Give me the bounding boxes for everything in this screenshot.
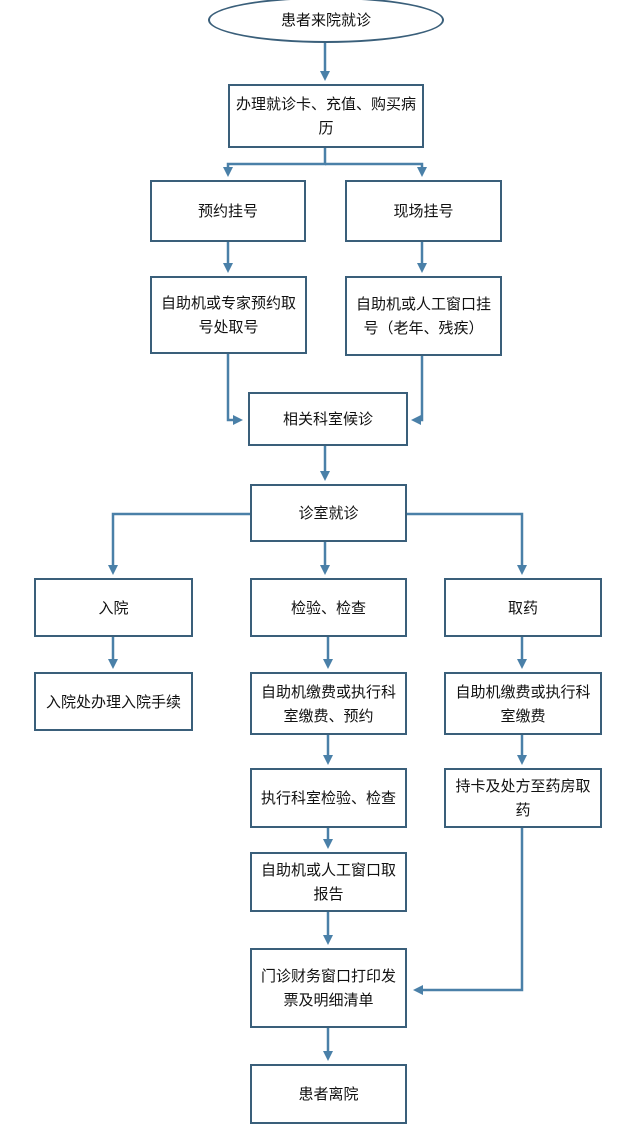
node-card: 办理就诊卡、充值、购买病历 (228, 84, 424, 148)
node-onsite: 现场挂号 (345, 180, 502, 242)
edge-consultation-admission (108, 512, 250, 575)
node-exam-payment: 自助机缴费或执行科室缴费、预约 (250, 672, 407, 735)
node-leave: 患者离院 (250, 1064, 407, 1124)
edge-card-split (223, 148, 327, 177)
node-exec-exam: 执行科室检验、检查 (250, 768, 407, 828)
node-examination: 检验、检查 (250, 578, 407, 637)
node-med-payment: 自助机缴费或执行科室缴费 (444, 672, 602, 735)
node-invoice: 门诊财务窗口打印发票及明细清单 (250, 948, 407, 1028)
node-admission: 入院 (34, 578, 193, 637)
node-medicine: 取药 (444, 578, 602, 637)
edge-register-waiting (411, 356, 424, 425)
node-waiting: 相关科室候诊 (248, 392, 408, 446)
node-admission-procedure: 入院处办理入院手续 (34, 672, 193, 731)
node-report: 自助机或人工窗口取报告 (250, 852, 407, 912)
edge-card-onsite (325, 162, 427, 177)
node-self-service-register: 自助机或人工窗口挂号（老年、残疾） (345, 276, 502, 356)
node-arrive: 患者来院就诊 (208, 0, 444, 43)
node-consultation: 诊室就诊 (250, 484, 407, 542)
edge-pickup-waiting (226, 354, 243, 425)
edge-consultation-medicine (407, 512, 527, 575)
node-med-pickup: 持卡及处方至药房取药 (444, 768, 602, 828)
edge-medpickup-invoice (413, 828, 524, 995)
node-appointment: 预约挂号 (150, 180, 306, 242)
node-self-service-pickup: 自助机或专家预约取号处取号 (150, 276, 307, 354)
